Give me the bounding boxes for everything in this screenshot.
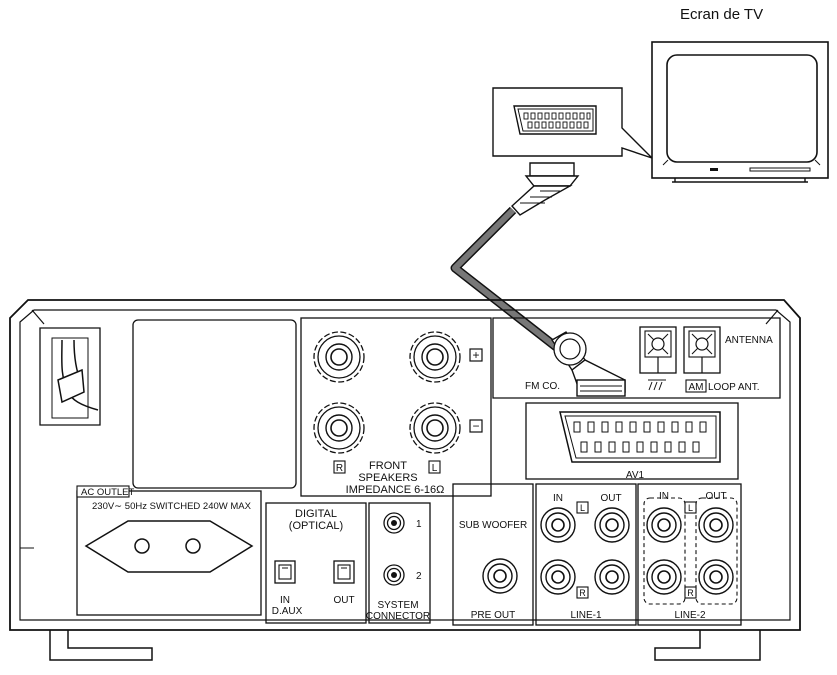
system-label: SYSTEM [377,600,418,611]
plus-label: + [472,348,479,362]
system-connector-2[interactable] [383,564,405,586]
ac-socket[interactable] [84,520,254,573]
fm-coax-jack[interactable] [553,332,587,366]
receiver-rear-panel [9,299,801,661]
tv-label: Ecran de TV [680,6,764,23]
front-label: FRONT [369,460,407,472]
digital-optical-panel: DIGITAL (OPTICAL) IN D.AUX OUT [265,502,367,624]
line1-l-label: L [580,503,585,513]
subwoofer-panel: SUB WOOFER PRE OUT [452,483,534,626]
optical-in-jack[interactable] [274,560,296,584]
ac-outlet-panel: AC OUTLET 230V∼ 50Hz SWITCHED 240W MAX [76,485,262,616]
line1-in-r-jack[interactable] [540,559,576,595]
tv-monitor [651,41,829,183]
am-terminal-left[interactable] [639,326,677,374]
minus-label: − [472,419,479,433]
speaker-terminal-l-plus[interactable] [409,331,461,383]
optical-label: (OPTICAL) [289,520,343,532]
line1-r-label: R [579,588,586,598]
line1-in-label: IN [553,493,563,504]
speakers-label: SPEAKERS [358,472,417,484]
daux-label: D.AUX [272,606,303,617]
av1-scart-panel: AV1 [525,402,739,481]
system-connector-2-label: 2 [416,571,422,582]
antenna-panel: FM CO. [492,317,781,399]
line1-out-label: OUT [600,493,621,504]
ground-icon [648,379,666,391]
line2-label: LINE-2 [674,610,706,621]
optical-out-label: OUT [333,595,354,606]
line2-l-label: L [688,503,693,513]
speaker-terminal-l-minus[interactable] [409,402,461,454]
line2-r-label: R [687,588,694,598]
system-connector-1-label: 1 [416,519,422,530]
connector-label: CONNECTOR [366,611,430,622]
digital-label: DIGITAL [295,508,337,520]
speaker-terminal-r-minus[interactable] [313,402,365,454]
fm-coax-label: FM CO. [525,381,560,392]
line2-in-l-jack[interactable] [646,507,682,543]
subwoofer-pre-out-jack[interactable] [482,558,518,594]
front-speakers-panel: + − R L FRONT SPEAKERS IMPEDANCE 6-16Ω [300,317,492,497]
line2-out-l-jack[interactable] [698,507,734,543]
subwoofer-label: SUB WOOFER [459,520,527,531]
line1-out-r-jack[interactable] [594,559,630,595]
scart-socket-callout [492,87,653,159]
line1-in-l-jack[interactable] [540,507,576,543]
pre-out-label: PRE OUT [471,610,515,621]
right-channel-label: R [336,463,343,474]
line2-in-label: IN [659,491,669,502]
left-channel-label: L [432,463,438,474]
line2-out-label: OUT [705,491,726,502]
impedance-label: IMPEDANCE 6-16Ω [346,484,445,496]
scart-plug-top [511,162,580,216]
speaker-terminal-r-plus[interactable] [313,331,365,383]
ac-outlet-title: AC OUTLET [81,487,135,498]
line2-in-r-jack[interactable] [646,559,682,595]
line1-panel: IN OUT L R LINE-1 [535,483,637,626]
optical-in-label: IN [280,595,290,606]
line2-out-r-jack[interactable] [698,559,734,595]
system-connector-panel: 1 2 SYSTEM CONNECTOR [366,502,431,624]
line1-out-l-jack[interactable] [594,507,630,543]
am-label: AM [689,382,704,393]
line2-panel: IN OUT L R LINE-2 [637,483,742,626]
av1-scart-socket[interactable] [559,411,721,463]
av1-label: AV1 [626,470,645,481]
antenna-title: ANTENNA [725,335,773,346]
line1-label: LINE-1 [570,610,602,621]
ac-outlet-spec: 230V∼ 50Hz SWITCHED 240W MAX [92,501,252,512]
am-terminal-right[interactable] [683,326,721,374]
optical-out-jack[interactable] [333,560,355,584]
loop-antenna-label: LOOP ANT. [708,382,760,393]
system-connector-1[interactable] [383,512,405,534]
